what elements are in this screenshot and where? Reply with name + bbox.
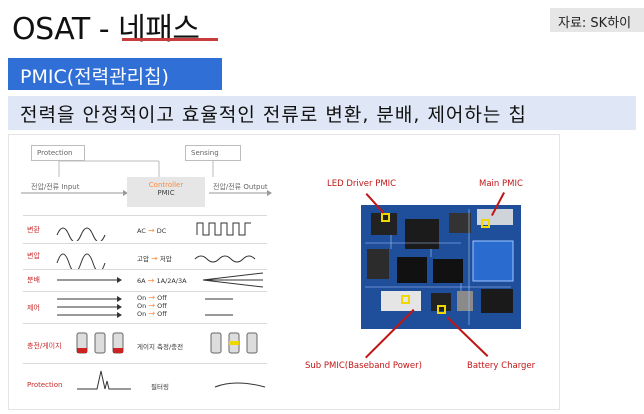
row-separator xyxy=(23,215,267,216)
charge-mid: 게이지 측정/충전 xyxy=(137,341,183,351)
title-underline xyxy=(122,38,218,41)
row-separator xyxy=(23,323,267,324)
control-mid: On → Off On → Off On → Off xyxy=(137,294,167,318)
header-bar: OSAT - 네패스 자료: SK하이 xyxy=(0,0,644,46)
conversion-mid: AC → DC xyxy=(137,226,166,235)
row-label-distribution: 분배 xyxy=(27,275,40,285)
controller-label: Controller xyxy=(127,181,205,189)
row-separator xyxy=(23,363,267,364)
callout-main-pmic: Main PMIC xyxy=(479,179,523,189)
section-tag: PMIC(전력관리칩) xyxy=(8,58,222,90)
subheadline: 전력을 안정적이고 효율적인 전류로 변환, 분배, 제어하는 칩 xyxy=(8,96,636,130)
row-label-charge: 충전/게이지 xyxy=(27,341,62,351)
title-prefix: OSAT - xyxy=(12,12,118,47)
output-label: 전압/전류 Output xyxy=(213,182,268,192)
callout-sub-pmic: Sub PMIC(Baseband Power) xyxy=(305,361,422,371)
row-separator xyxy=(23,243,267,244)
led-driver-marker xyxy=(381,213,390,222)
protection-wave xyxy=(75,367,275,395)
row-label-transform: 변압 xyxy=(27,251,40,261)
controller-box: Controller PMIC xyxy=(127,177,205,207)
distribution-mid: 6A → 1A/2A/3A xyxy=(137,276,187,285)
controller-sub-label: PMIC xyxy=(127,189,205,197)
callout-charger: Battery Charger xyxy=(467,361,535,371)
content-card: Protection Sensing 전압/전류 Input Controlle… xyxy=(8,134,560,410)
title-highlight: 네패스 xyxy=(118,12,199,47)
charger-marker xyxy=(437,305,446,314)
sub-pmic-marker xyxy=(401,295,410,304)
row-separator xyxy=(23,291,267,292)
row-label-conversion: 변환 xyxy=(27,225,40,235)
input-label: 전압/전류 Input xyxy=(31,182,79,192)
source-label: 자료: SK하이 xyxy=(550,8,644,32)
row-label-protection: Protection xyxy=(27,381,62,389)
page-title: OSAT - 네패스 xyxy=(12,4,199,48)
protection-mid: 필터링 xyxy=(151,381,169,391)
row-label-control: 제어 xyxy=(27,303,40,313)
callout-led-driver: LED Driver PMIC xyxy=(327,179,396,189)
main-pmic-marker xyxy=(481,219,490,228)
transform-mid: 고압 → 저압 xyxy=(137,253,172,263)
